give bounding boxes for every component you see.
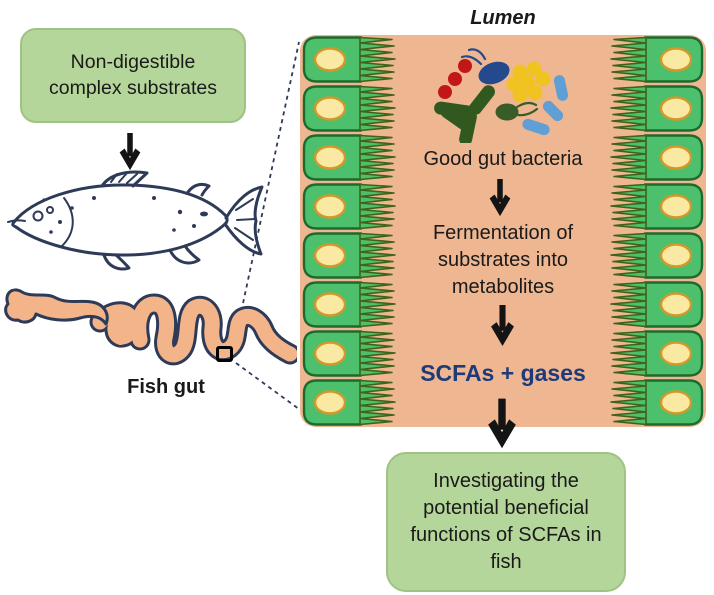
zoom-region-marker [216,346,233,362]
intestine-icon [4,288,297,366]
fermentation-label: Fermentation of substrates into metaboli… [432,221,574,298]
epithelial-cell-column-left [302,36,397,426]
arrow-down-icon [119,133,141,171]
bacteria-cluster [434,48,569,143]
rod-cross-icon [434,85,495,143]
outcome-label: Investigating the potential beneficial f… [410,470,602,573]
substrates-box: Non-digestible complex substrates [20,28,246,123]
cocci-chain-icon [438,59,472,99]
good-bacteria-label: Good gut bacteria [423,147,583,170]
lumen-title: Lumen [470,6,536,29]
fish-icon [7,170,264,271]
fish-gut-caption: Fish gut [127,375,205,398]
arrow-down-icon [488,398,516,449]
arrow-down-icon [489,179,511,217]
arrow-down-icon [491,305,514,347]
curved-rod-chain-icon [522,75,569,136]
outcome-box: Investigating the potential beneficial f… [386,452,626,592]
substrates-label: Non-digestible complex substrates [49,50,217,99]
flagellated-coccus-icon [460,48,510,85]
epithelial-cell-column-right [609,36,704,426]
flagellated-rod-icon [495,101,539,121]
cocci-cluster-icon [506,61,551,103]
scfas-label: SCFAs + gases [420,359,586,386]
